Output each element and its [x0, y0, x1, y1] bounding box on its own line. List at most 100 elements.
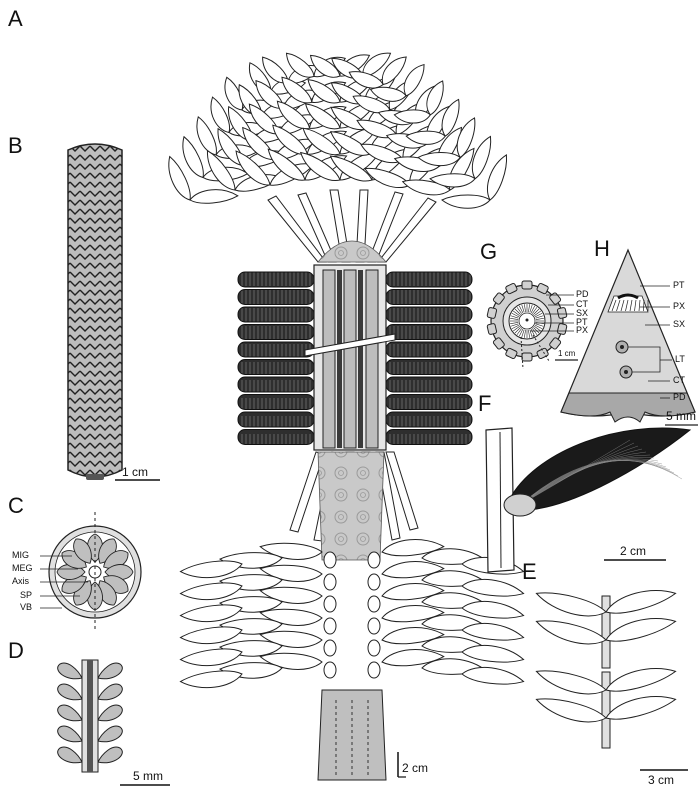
lower-crown-bud: [323, 595, 337, 613]
crown-leaf: [429, 173, 476, 188]
lower-crown-leaf: [179, 604, 243, 623]
crown-leaf: [281, 76, 313, 104]
xylem-ray: [516, 328, 522, 335]
label-g-px: PX: [576, 325, 589, 335]
xylem-ray: [532, 328, 538, 335]
cone: [385, 359, 473, 375]
crown-leaf: [329, 155, 373, 182]
fan-vein: [519, 460, 671, 506]
sporangium-left: [57, 704, 83, 722]
lower-crown-leaf: [259, 564, 323, 582]
label-c-vb: VB: [20, 602, 33, 612]
lower-crown-leaf: [381, 539, 445, 557]
panel-e-leafy-shoot: [535, 590, 688, 771]
shoot-leaf: [605, 590, 677, 614]
xylem-ray: [524, 329, 526, 338]
lower-crown-leaf: [461, 644, 525, 663]
sporophyll-segment: [73, 538, 92, 564]
crown-leaf: [348, 71, 384, 89]
xylem-ray: [510, 322, 519, 324]
crown-leaf: [248, 103, 280, 135]
lower-crown-leaf: [461, 622, 525, 641]
shoot-leaf: [535, 698, 607, 723]
crown-leaf: [360, 143, 404, 164]
shoot-leaf: [605, 696, 677, 720]
cone: [385, 324, 473, 340]
lower-crown-leaf: [461, 578, 525, 597]
xylem-ray: [524, 304, 526, 313]
lower-crown-leaf: [259, 608, 323, 626]
label-g-pd: PD: [576, 289, 589, 299]
label-c-mig: MIG: [12, 550, 29, 560]
xylem-line: [643, 299, 645, 312]
cone: [237, 394, 315, 410]
panel-label-d: D: [8, 638, 24, 663]
xylem-ray: [533, 308, 540, 315]
fan-vein: [519, 460, 667, 506]
fan-vein: [519, 460, 683, 506]
xylem-ray: [535, 315, 544, 319]
panel-b-cone: [67, 143, 160, 481]
xylem-ray: [530, 328, 535, 337]
crown-leaf: [168, 155, 191, 201]
crown-leaf: [276, 100, 311, 130]
xylem-ray: [521, 304, 525, 313]
lower-crown-bud: [323, 639, 337, 657]
crown-leaf: [405, 130, 446, 145]
panel-g-stem-section: [486, 280, 568, 370]
crown-leaf: [441, 98, 460, 137]
panel-label-f: F: [478, 391, 492, 416]
xylem-ray: [530, 305, 535, 314]
crown-leaf: [262, 56, 289, 84]
lower-crown-leaf: [259, 586, 323, 604]
shoot-leaf: [605, 668, 677, 692]
leaf-base: [505, 282, 518, 295]
crown-leaf: [189, 189, 239, 204]
panel-label-b: B: [8, 133, 23, 158]
cone: [237, 289, 315, 305]
crown-leaf: [309, 54, 341, 78]
scale-label-b: 1 cm: [122, 465, 149, 479]
sporangium-left: [57, 746, 83, 764]
cone: [385, 271, 473, 288]
scale-label-f: 2 cm: [620, 544, 647, 558]
lower-crown-bud: [367, 595, 381, 613]
cone: [237, 324, 315, 340]
cone: [385, 394, 473, 410]
label-g-sx: SX: [576, 308, 589, 318]
label-h-px: PX: [673, 301, 686, 311]
lower-crown-leaf: [461, 666, 525, 685]
panel-g-leaders: [530, 294, 578, 361]
cone: [237, 359, 315, 375]
fan-vein: [519, 458, 659, 506]
lower-crown-bud: [323, 551, 337, 569]
crown-leaf: [210, 96, 231, 134]
panel-h-stem-wedge: [560, 248, 696, 423]
leaf-base: [521, 280, 533, 290]
xylem-ray: [535, 323, 544, 327]
lower-crown-bud: [367, 617, 381, 635]
crown-leaf: [471, 135, 492, 180]
cone: [385, 306, 473, 323]
cone: [385, 429, 473, 445]
xylem-ray: [511, 324, 520, 329]
xylem-ray: [528, 304, 530, 313]
xylem-ray: [534, 310, 541, 316]
xylem-ray: [532, 307, 538, 314]
cone: [237, 341, 315, 358]
lower-crown-foliage: [179, 539, 525, 689]
lower-crown-leaf: [461, 600, 525, 619]
crown-leaf: [426, 80, 444, 116]
xylem-line: [620, 299, 625, 312]
xylem-line: [638, 299, 641, 312]
fan-vein: [519, 460, 675, 506]
crown-leaf: [393, 109, 431, 124]
lower-crown-leaf: [179, 626, 243, 645]
crown-leaf: [356, 119, 398, 139]
lower-crown-bud: [323, 661, 337, 679]
shoot-leaf: [535, 592, 607, 617]
cone: [237, 411, 315, 428]
label-g-ct: CT: [576, 299, 588, 309]
sporangium-left: [57, 662, 83, 680]
crown-leaf: [441, 194, 491, 209]
